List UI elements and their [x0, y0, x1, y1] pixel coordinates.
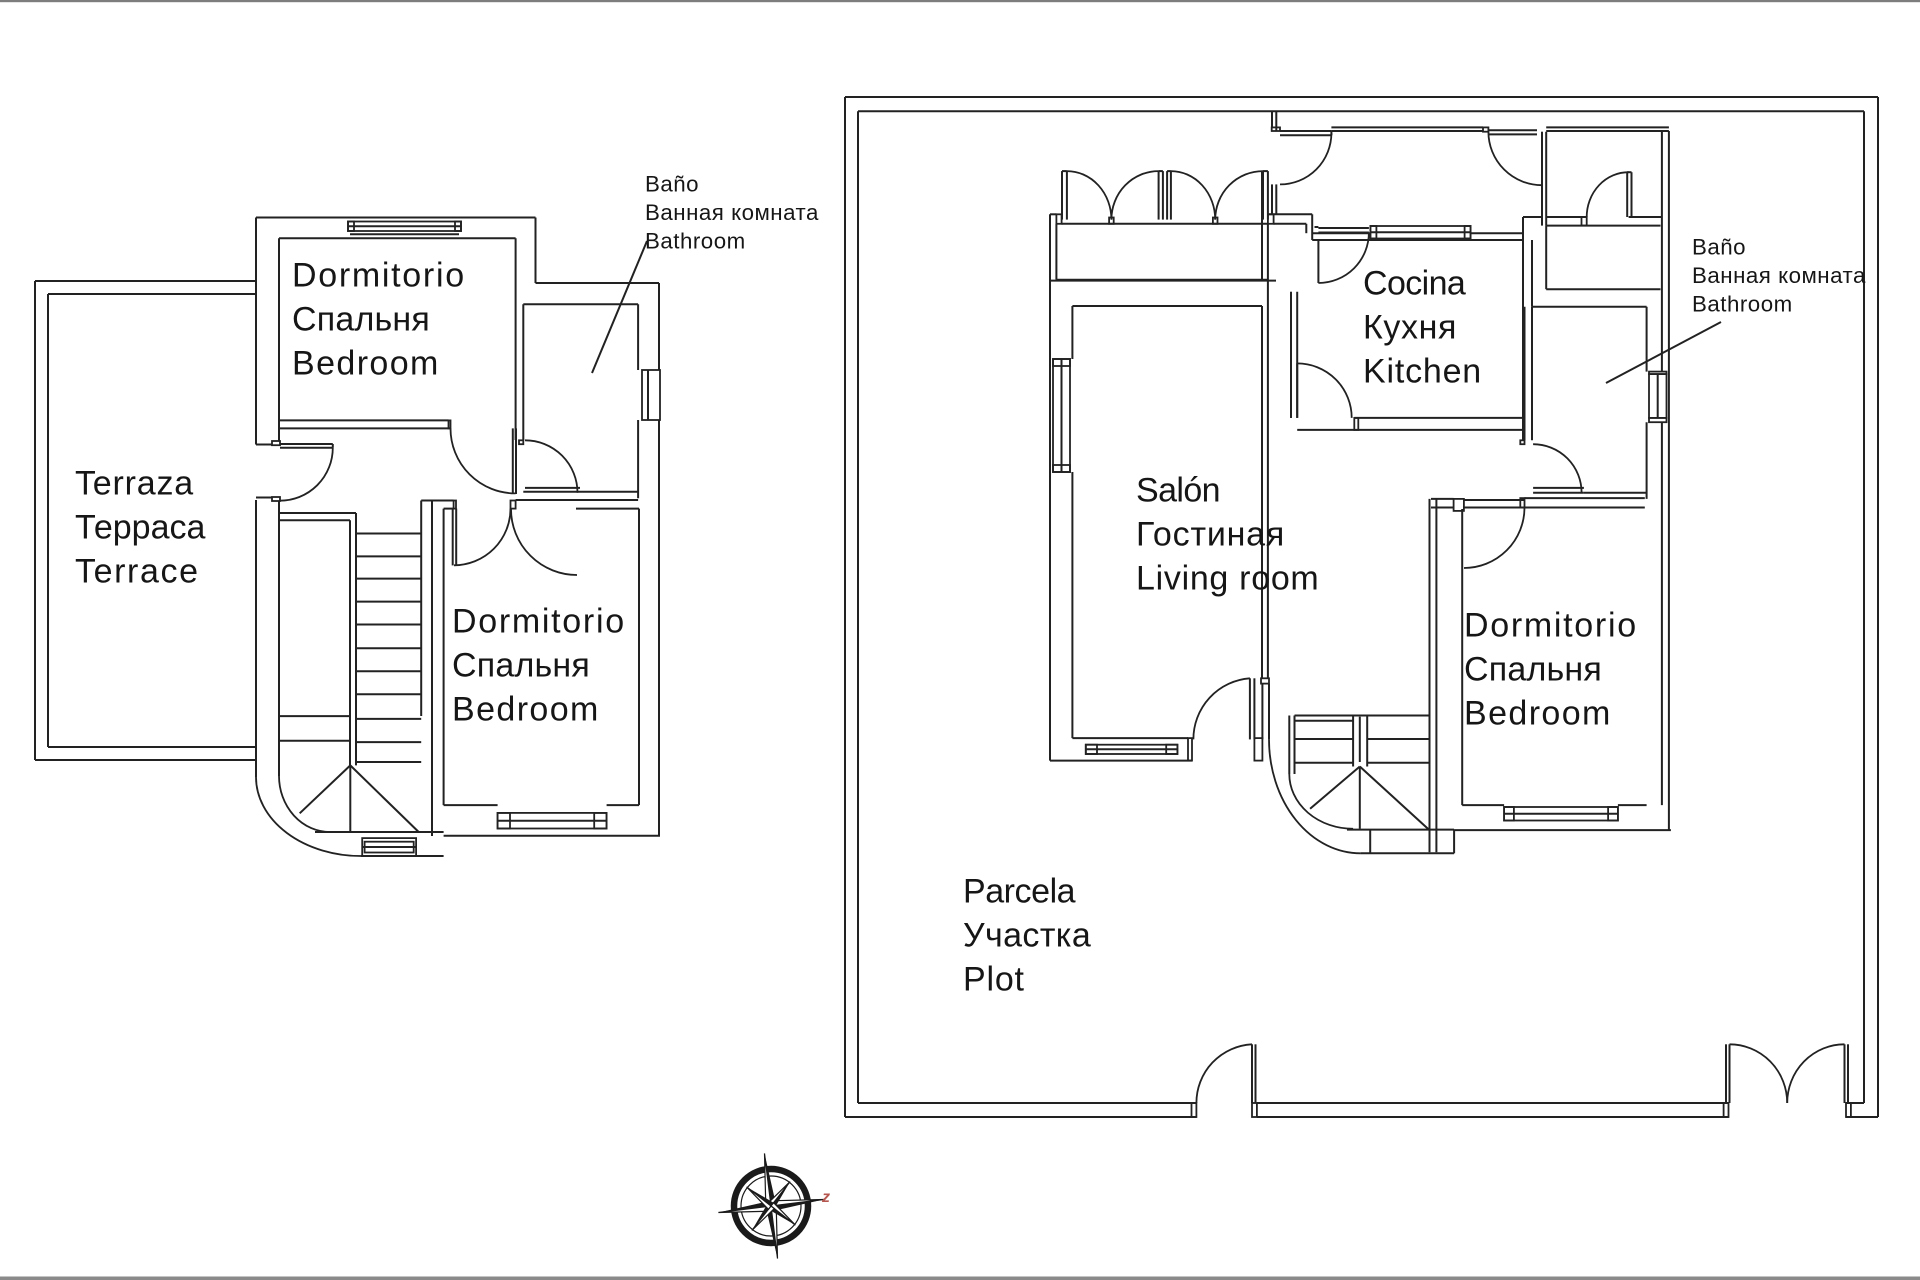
svg-text:Living room: Living room	[1136, 560, 1319, 598]
svg-text:Терраса: Терраса	[75, 509, 205, 547]
svg-text:z: z	[821, 1189, 830, 1206]
svg-text:Bedroom: Bedroom	[452, 691, 600, 729]
svg-text:Parcela: Parcela	[963, 873, 1076, 911]
svg-text:Ванная комната: Ванная комната	[645, 200, 819, 225]
svg-text:Кухня: Кухня	[1363, 309, 1457, 347]
svg-text:Kitchen: Kitchen	[1363, 353, 1482, 391]
svg-text:Dormitorio: Dormitorio	[1464, 607, 1638, 645]
svg-text:Salón: Salón	[1136, 472, 1220, 510]
svg-text:Dormitorio: Dormitorio	[452, 603, 626, 641]
svg-text:Участка: Участка	[963, 917, 1091, 955]
svg-text:Dormitorio: Dormitorio	[292, 257, 466, 295]
svg-text:Cocina: Cocina	[1363, 265, 1466, 303]
svg-text:Terrace: Terrace	[75, 553, 200, 591]
svg-text:Terraza: Terraza	[75, 465, 194, 503]
svg-text:Спальня: Спальня	[292, 301, 430, 339]
svg-text:Baño: Baño	[645, 172, 699, 197]
svg-text:Спальня: Спальня	[1464, 651, 1602, 689]
svg-text:Plot: Plot	[963, 961, 1025, 999]
svg-text:Bedroom: Bedroom	[292, 345, 440, 383]
svg-text:Ванная комната: Ванная комната	[1692, 263, 1866, 288]
svg-text:Baño: Baño	[1692, 235, 1746, 260]
svg-text:Гостиная: Гостиная	[1136, 516, 1285, 554]
svg-text:Bathroom: Bathroom	[1692, 292, 1793, 317]
svg-text:Bathroom: Bathroom	[645, 229, 746, 254]
svg-text:Спальня: Спальня	[452, 647, 590, 685]
svg-text:Bedroom: Bedroom	[1464, 695, 1612, 733]
